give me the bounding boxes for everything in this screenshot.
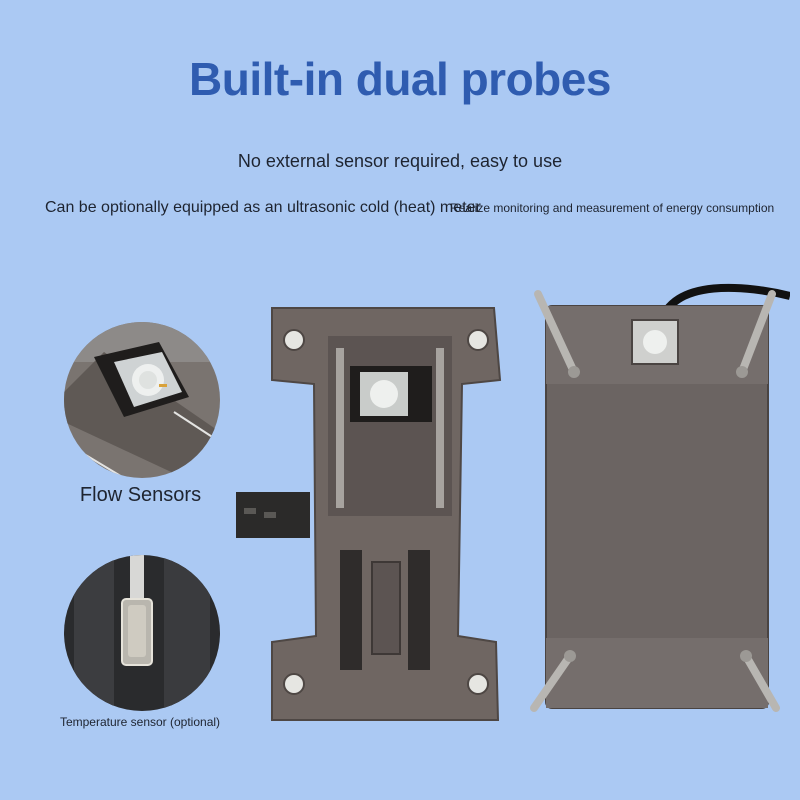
temperature-sensor-closeup [64, 555, 220, 711]
feature-cold-heat-meter: Can be optionally equipped as an ultraso… [45, 199, 481, 216]
flow-meter-body-back [520, 276, 791, 722]
temperature-sensor-label: Temperature sensor (optional) [59, 715, 221, 729]
page-subtitle: No external sensor required, easy to use [237, 151, 563, 171]
flow-sensors-label: Flow Sensors [79, 484, 202, 506]
page-title: Built-in dual probes [189, 53, 611, 105]
flow-sensor-closeup [64, 322, 220, 478]
feature-energy-monitoring: Realize monitoring and measurement of en… [450, 201, 775, 215]
flow-meter-body-front [232, 300, 508, 728]
